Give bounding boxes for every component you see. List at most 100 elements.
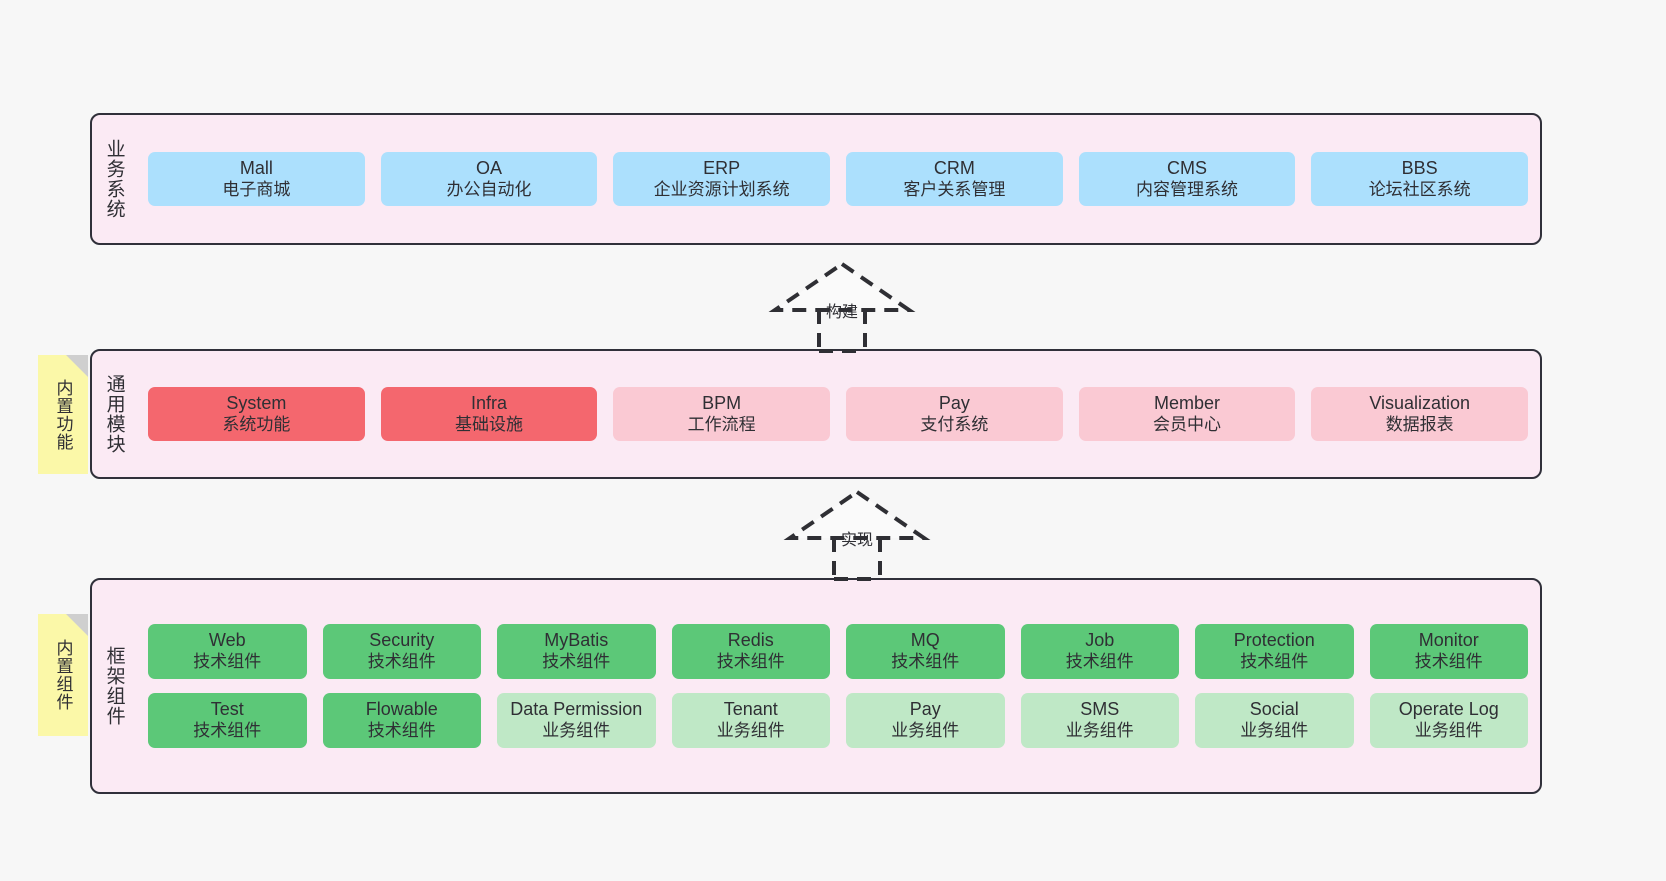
card-name: Social — [1249, 699, 1299, 719]
card-name: Pay — [909, 699, 941, 719]
card-name: Test — [210, 699, 244, 719]
card-name: CMS — [1167, 157, 1208, 178]
card-name: BBS — [1401, 157, 1438, 178]
card-name: Pay — [938, 392, 970, 413]
card-name: Tenant — [723, 699, 778, 719]
card-name: Job — [1085, 630, 1115, 651]
card-desc: 业务组件 — [1240, 720, 1309, 740]
arrow-label-implement: 实现 — [840, 532, 874, 549]
card-name: Redis — [727, 630, 774, 651]
card-desc: 基础设施 — [455, 414, 523, 434]
arrow-head-triangle — [783, 489, 931, 540]
card-desc: 业务组件 — [716, 720, 785, 740]
card-name: CRM — [933, 157, 975, 178]
card-name: Security — [369, 630, 435, 651]
card-desc: 业务组件 — [542, 720, 611, 740]
card-name: Web — [208, 630, 246, 651]
card-desc: 支付系统 — [920, 414, 989, 434]
card-desc: 技术组件 — [716, 652, 785, 672]
card-name: ERP — [703, 157, 741, 178]
card-desc: 工作流程 — [687, 414, 756, 434]
card-name: Data Permission — [510, 699, 643, 719]
card-desc: 业务组件 — [1065, 720, 1134, 740]
card-name: Member — [1154, 392, 1221, 413]
card-desc: 业务组件 — [891, 720, 960, 740]
arrow-build: 构建 — [757, 258, 927, 353]
note-builtin-functions: 内置功能 — [38, 355, 88, 474]
arrow-label-build: 构建 — [825, 304, 859, 321]
arrow-head-triangle — [768, 261, 916, 312]
card-desc: 办公自动化 — [446, 179, 532, 199]
card-desc: 技术组件 — [1414, 652, 1483, 672]
layer-title-framework: 框架组件 — [103, 646, 125, 726]
card-name: OA — [476, 157, 503, 178]
card-desc: 电子商城 — [222, 179, 291, 199]
card-name: Flowable — [365, 699, 438, 719]
card-name: MyBatis — [544, 630, 609, 651]
layer-title-business: 业务系统 — [103, 139, 125, 219]
card-desc: 企业资源计划系统 — [653, 179, 790, 199]
note-builtin-components: 内置组件 — [38, 614, 88, 736]
arrow-stem — [817, 310, 867, 353]
card-desc: 技术组件 — [1065, 652, 1134, 672]
note-label: 内置功能 — [53, 378, 73, 451]
card-desc: 论坛社区系统 — [1368, 179, 1471, 199]
card-desc: 技术组件 — [1240, 652, 1309, 672]
card-desc: 技术组件 — [367, 652, 436, 672]
card-desc: 系统功能 — [222, 414, 291, 434]
card-name: MQ — [910, 630, 940, 651]
card-name: System — [226, 392, 287, 413]
card-name: BPM — [702, 392, 742, 413]
card-desc: 内容管理系统 — [1136, 179, 1239, 199]
card-name: Monitor — [1418, 630, 1479, 651]
card-desc: 客户关系管理 — [903, 179, 1006, 199]
card-name: Mall — [239, 157, 273, 178]
card-desc: 技术组件 — [193, 720, 262, 740]
note-label: 内置组件 — [53, 639, 73, 711]
card-desc: 技术组件 — [891, 652, 960, 672]
card-name: SMS — [1080, 699, 1120, 719]
card-desc: 会员中心 — [1153, 414, 1222, 434]
card-name: Protection — [1233, 630, 1315, 651]
card-name: Operate Log — [1398, 699, 1499, 719]
card-name: Infra — [470, 392, 508, 413]
